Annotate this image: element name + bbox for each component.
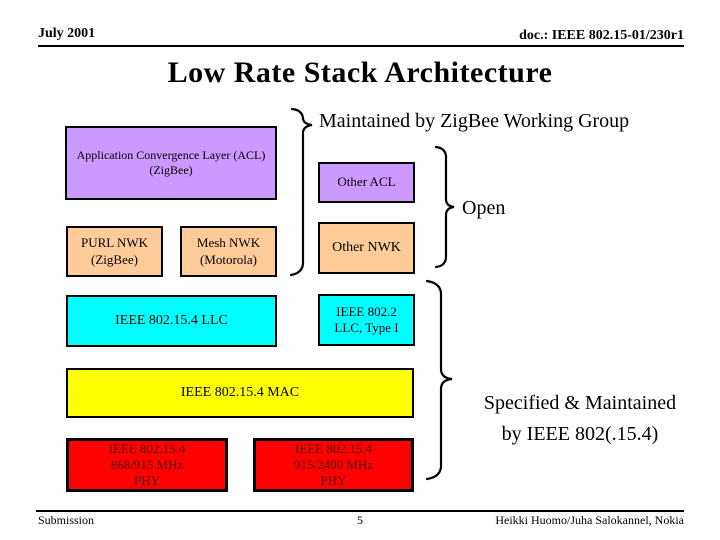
ieee-8022-llc-box: IEEE 802.2 LLC, Type I	[318, 294, 415, 346]
phy-868-line2: 868/915 MHz	[110, 456, 184, 472]
footer-submission: Submission	[38, 513, 95, 527]
phy-868-line3: PHY	[133, 473, 160, 489]
purl-nwk-line2: (ZigBee)	[91, 251, 138, 267]
other-acl-label: Other ACL	[337, 174, 396, 190]
open-annotation: Open	[462, 197, 506, 219]
phy-868-915-box: IEEE 802.15.4 868/915 MHz PHY	[66, 438, 228, 492]
other-nwk-label: Other NWK	[332, 240, 401, 256]
mesh-nwk-line2: (Motorola)	[199, 251, 258, 267]
mesh-nwk-line1: Mesh NWK	[196, 235, 261, 251]
slide-title: Low Rate Stack Architecture	[167, 56, 553, 89]
mesh-nwk-box: Mesh NWK (Motorola)	[180, 226, 277, 277]
phy-915-line3: PHY	[320, 473, 347, 489]
acl-box-line2: (ZigBee)	[149, 163, 193, 177]
specified-brace-icon	[425, 279, 453, 481]
ieee-802154-llc-label: IEEE 802.15.4 LLC	[115, 313, 228, 329]
other-nwk-box: Other NWK	[318, 222, 415, 274]
acl-box: Application Convergence Layer (ACL) (Zig…	[65, 126, 277, 200]
maintained-brace-icon	[289, 107, 313, 277]
phy-915-line2: 915/2400 MHz	[293, 456, 374, 472]
phy-915-line1: IEEE 802.15.4	[295, 440, 372, 456]
ieee-8022-llc-line2: LLC, Type I	[334, 320, 399, 335]
acl-box-line1: Application Convergence Layer (ACL)	[76, 148, 266, 162]
ieee-802154-mac-box: IEEE 802.15.4 MAC	[66, 368, 414, 418]
phy-868-line1: IEEE 802.15.4	[108, 440, 186, 456]
footer-rule	[36, 510, 684, 512]
footer-page-number: 5	[357, 513, 363, 527]
header-doc-number: doc.: IEEE 802.15-01/230r1	[519, 28, 684, 43]
header-rule	[38, 45, 684, 47]
ieee-8022-llc-line1: IEEE 802.2	[336, 303, 397, 319]
footer-authors: Heikki Huomo/Juha Salokannel, Nokia	[495, 513, 684, 527]
ieee-802154-mac-label: IEEE 802.15.4 MAC	[180, 385, 300, 401]
open-brace-icon	[434, 145, 455, 269]
purl-nwk-box: PURL NWK (ZigBee)	[66, 226, 163, 277]
purl-nwk-line1: PURL NWK	[80, 235, 149, 251]
specified-annotation-line2: by IEEE 802(.15.4)	[501, 423, 659, 445]
phy-915-2400-box: IEEE 802.15.4 915/2400 MHz PHY	[253, 438, 414, 492]
maintained-annotation: Maintained by ZigBee Working Group	[319, 110, 630, 132]
other-acl-box: Other ACL	[318, 162, 415, 203]
ieee-802154-llc-box: IEEE 802.15.4 LLC	[66, 295, 277, 347]
specified-annotation: Specified & Maintained by IEEE 802(.15.4…	[450, 388, 710, 450]
header-date: July 2001	[38, 26, 96, 41]
specified-annotation-line1: Specified & Maintained	[483, 392, 677, 414]
